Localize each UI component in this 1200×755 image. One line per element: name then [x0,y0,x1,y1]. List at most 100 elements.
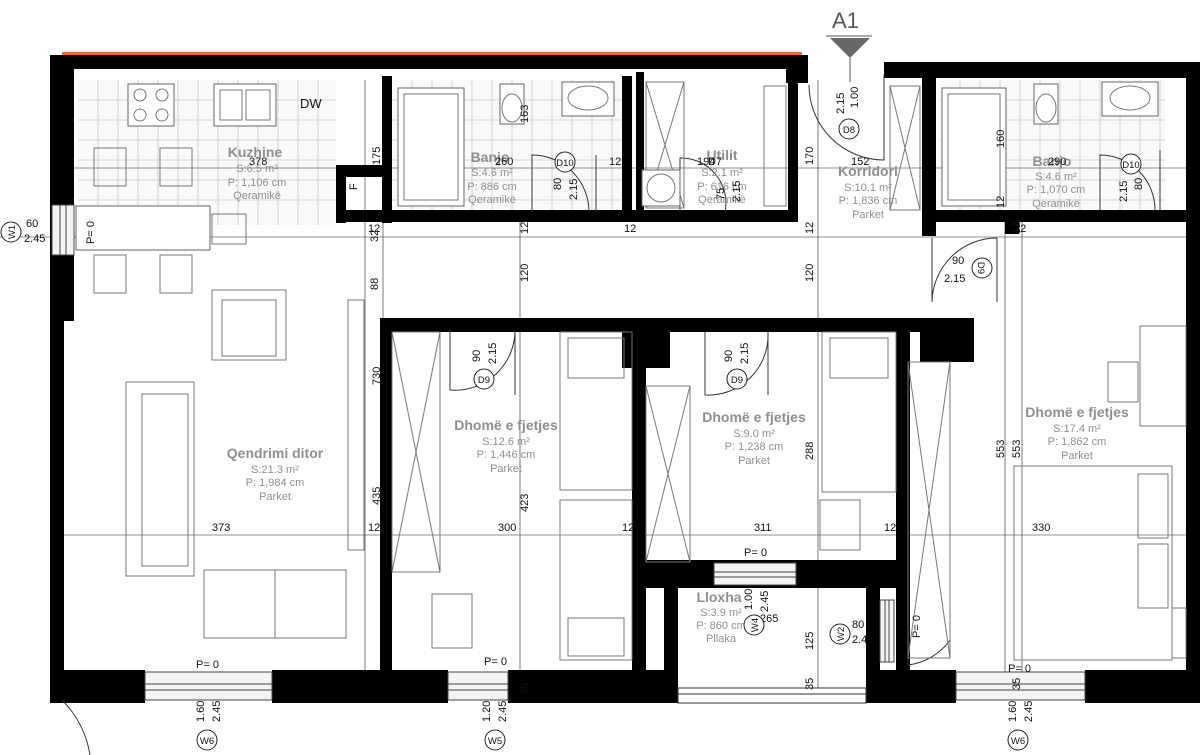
svg-text:175: 175 [371,147,383,165]
svg-text:90: 90 [723,350,735,362]
svg-text:Lloxha: Lloxha [696,589,741,605]
room-label-loggia: Lloxha S:3.9 m² P: 860 cm Pllaka [696,589,746,645]
svg-text:80: 80 [1133,178,1145,190]
svg-text:S:4.6 m²: S:4.6 m² [1035,171,1077,183]
roof-edge-band [62,52,802,57]
svg-text:88: 88 [369,278,381,290]
svg-text:12: 12 [1011,222,1023,234]
svg-text:P: 1,106 cm: P: 1,106 cm [228,177,287,189]
svg-text:D9: D9 [478,375,490,386]
door-tag-d7: D7 75 2.15 [708,156,743,202]
svg-text:S:17.4 m²: S:17.4 m² [1053,423,1101,435]
svg-text:D7: D7 [708,156,722,168]
svg-text:D9: D9 [731,375,743,386]
svg-text:553: 553 [1011,440,1023,458]
svg-text:35: 35 [519,683,531,695]
svg-text:1.00: 1.00 [849,87,861,108]
svg-text:Dhomë e fjetjes: Dhomë e fjetjes [454,417,558,433]
svg-text:2.15: 2.15 [835,93,847,114]
svg-text:P: 860 cm: P: 860 cm [696,620,746,632]
living-furniture [125,289,365,639]
svg-text:P: 1,070 cm: P: 1,070 cm [1027,184,1086,196]
svg-text:W4: W4 [750,618,761,632]
svg-text:2.15: 2.15 [944,273,965,285]
svg-text:Parket: Parket [1061,450,1093,462]
window-w6-bedroom [955,671,1086,701]
door-tag-d8: D8 1.00 2.15 [835,87,861,140]
kitchen-fixtures [75,83,277,294]
svg-text:12: 12 [1014,223,1026,235]
window-w4 [713,562,797,586]
svg-text:P= 0: P= 0 [1008,663,1031,675]
svg-text:Parket: Parket [738,455,770,467]
room-label-bed1: Dhomë e fjetjes S:12.6 m² P: 1,446 cm Pa… [454,417,558,475]
room-label-bath1: Banjo S:4.6 m² P: 886 cm Qeramikë [467,149,517,206]
svg-text:12: 12 [609,156,621,168]
door-tag-d9-bed2: D9 90 2.15 [723,343,751,390]
svg-text:1.60: 1.60 [195,701,207,722]
svg-text:288: 288 [804,442,816,460]
svg-text:90: 90 [471,350,483,362]
svg-text:D8: D8 [843,125,855,136]
room-label-bed3: Dhomë e fjetjes S:17.4 m² P: 1,862 cm Pa… [1025,404,1129,462]
window-tag-w5: W5 1.20 2.45 P= 0 [481,656,509,751]
svg-text:A1: A1 [832,8,859,33]
svg-text:W2: W2 [836,627,847,641]
svg-text:12: 12 [624,223,636,235]
utility-mark: F [348,183,360,190]
svg-text:D10: D10 [1122,160,1139,171]
window-tag-w6-living: W6 1.60 2.45 P= 0 [195,659,223,751]
window-tag-w1: W1 60 2.45 P= 0 [0,218,97,245]
svg-text:Qeramikë: Qeramikë [233,190,281,202]
svg-text:2.45: 2.45 [497,701,509,722]
window-w1 [51,204,75,256]
bath1-fixtures [397,81,615,207]
svg-text:260: 260 [495,156,513,168]
svg-text:P: 1,238 cm: P: 1,238 cm [725,441,784,453]
svg-text:S:9.0 m²: S:9.0 m² [733,428,775,440]
dishwasher-label: DW [300,96,322,111]
svg-text:P= 0: P= 0 [196,659,219,671]
svg-text:2.45: 2.45 [211,701,223,722]
svg-text:12: 12 [368,223,380,235]
svg-text:730: 730 [371,367,383,385]
svg-text:W6: W6 [200,736,214,747]
svg-text:311: 311 [754,522,772,534]
window-w2 [879,599,895,663]
svg-text:2.45: 2.45 [759,591,771,612]
svg-text:553: 553 [995,440,1007,458]
svg-text:Dhomë e fjetjes: Dhomë e fjetjes [1025,404,1129,420]
svg-text:423: 423 [519,494,531,512]
svg-text:373: 373 [212,522,230,534]
svg-text:2.45: 2.45 [1023,701,1035,722]
dimension-texts-horizontal: 378 260 194 152 290 12 373 12 300 12 311… [212,156,1066,534]
svg-text:P= 0: P= 0 [484,656,507,668]
svg-text:P: 1,446 cm: P: 1,446 cm [477,449,536,461]
svg-text:2.15: 2.15 [568,179,580,200]
svg-text:P= 0: P= 0 [911,615,923,638]
svg-text:P= 0: P= 0 [744,547,767,559]
svg-text:12: 12 [519,222,531,234]
svg-text:Banjo: Banjo [471,149,510,165]
svg-text:P: 616 cm: P: 616 cm [697,181,747,193]
svg-text:2.45: 2.45 [852,634,873,646]
svg-text:Kuzhine: Kuzhine [228,144,283,160]
svg-text:Qeramikë: Qeramikë [468,194,516,206]
room-label-utility: Utilit S:2.1 m² P: 616 cm Qeramikë [697,147,747,206]
loggia-parapet [677,687,867,704]
room-label-bath2: Banjo S:4.6 m² P: 1,070 cm Qeramikë [1027,153,1086,210]
svg-text:S:3.9 m²: S:3.9 m² [700,607,742,619]
svg-text:80: 80 [552,178,564,190]
svg-text:12: 12 [368,522,380,534]
corridor-closet [889,85,921,211]
svg-text:2.15: 2.15 [487,343,499,364]
window-w5 [447,671,509,701]
svg-text:Banjo: Banjo [1033,153,1072,169]
svg-text:S:4.6 m²: S:4.6 m² [471,167,513,179]
svg-text:12: 12 [622,522,634,534]
svg-text:35: 35 [1011,678,1023,690]
svg-text:330: 330 [1032,522,1050,534]
svg-text:S:6.5 m²: S:6.5 m² [236,163,278,175]
window-w6-living [144,671,273,701]
